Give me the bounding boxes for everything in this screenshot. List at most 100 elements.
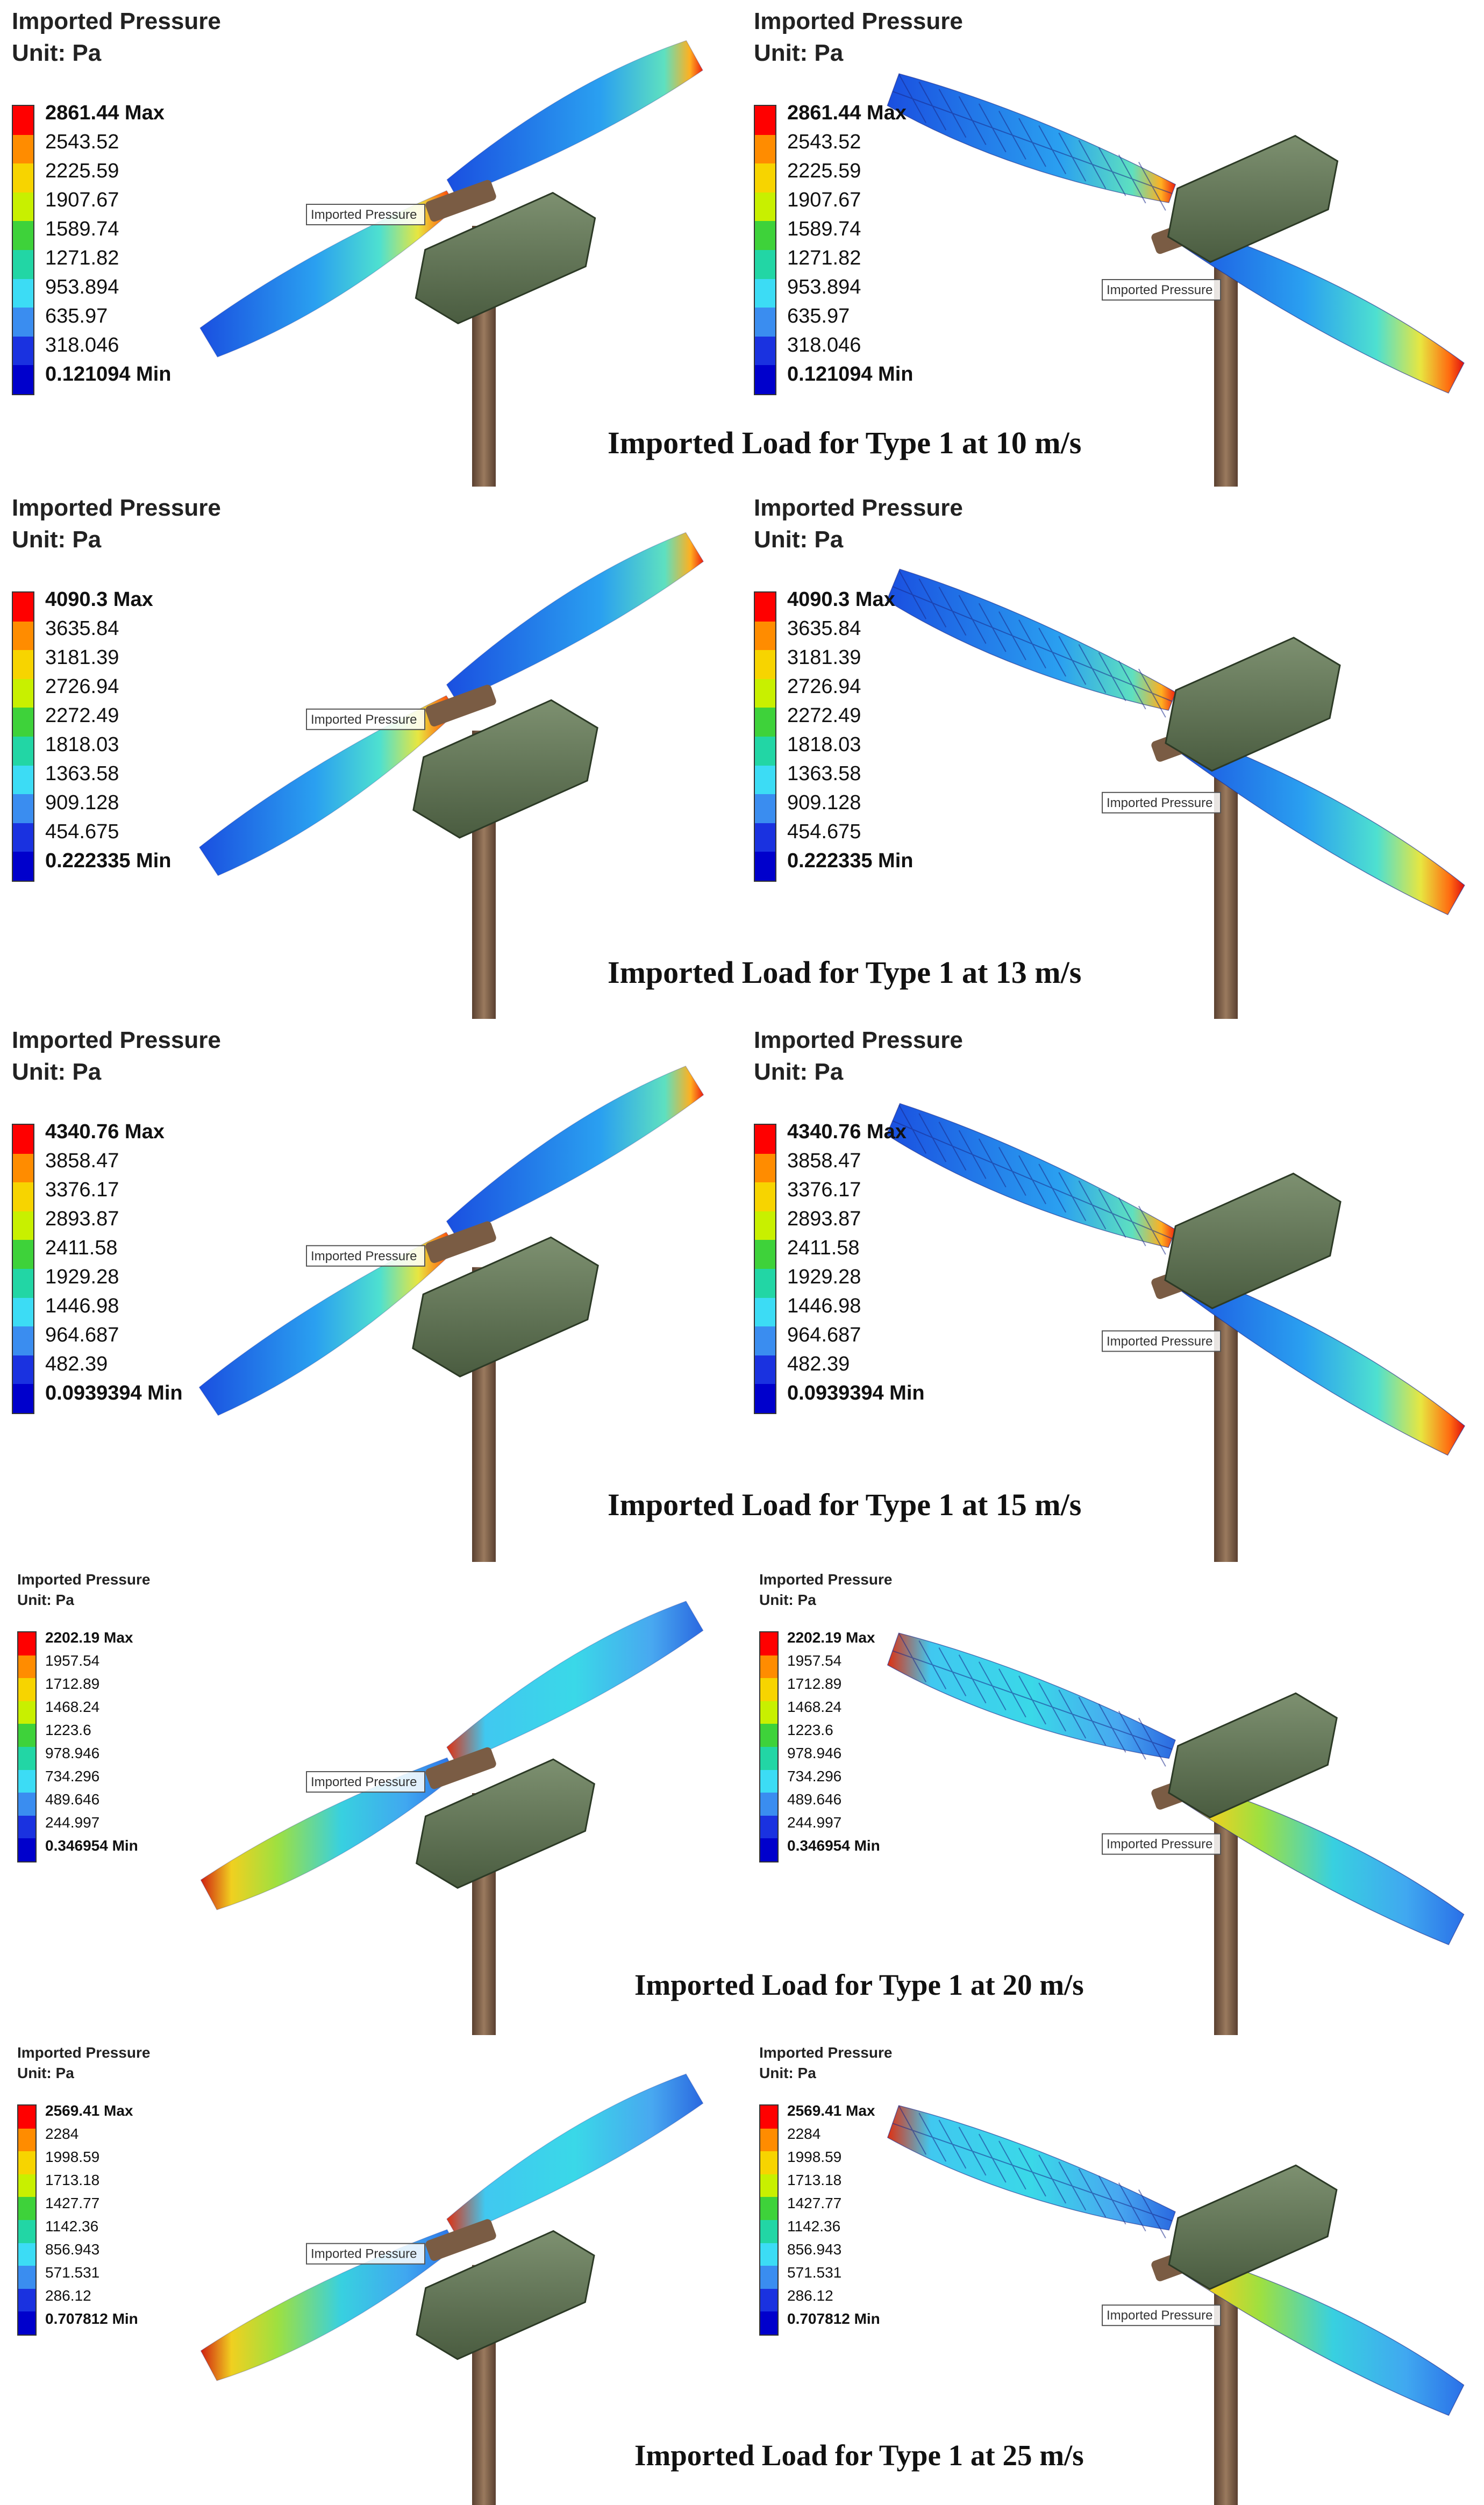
figure-caption: Imported Load for Type 1 at 25 m/s bbox=[634, 2439, 1084, 2472]
legend-level-value: 482.39 bbox=[787, 1353, 850, 1376]
color-scale-swatch bbox=[13, 134, 33, 164]
legend-title: Imported Pressure bbox=[754, 8, 963, 34]
color-scale-swatch bbox=[13, 1125, 33, 1154]
color-scale-swatch bbox=[755, 765, 775, 795]
color-scale-swatch bbox=[755, 736, 775, 766]
blade-upper bbox=[446, 1601, 704, 1765]
color-scale-swatch bbox=[13, 852, 33, 881]
legend-level-value: 1929.28 bbox=[787, 1266, 861, 1289]
color-scale-swatch bbox=[760, 1655, 777, 1679]
color-scale-swatch bbox=[13, 1153, 33, 1183]
color-scale-swatch bbox=[755, 708, 775, 737]
color-scale-swatch bbox=[755, 192, 775, 222]
legend-max-value: 2861.44 Max bbox=[45, 102, 165, 125]
rotor-shaft bbox=[425, 1221, 496, 1264]
color-scale-swatch bbox=[755, 365, 775, 394]
color-scale-swatch bbox=[18, 2151, 35, 2174]
legend-unit: Unit: Pa bbox=[17, 1591, 74, 1608]
legend-title: Imported Pressure bbox=[12, 8, 221, 34]
legend-min-value: 0.707812 Min bbox=[787, 2310, 880, 2327]
legend-level-value: 3376.17 bbox=[787, 1179, 861, 1202]
probe-callout-label: Imported Pressure bbox=[1107, 2308, 1212, 2323]
legend-level-value: 856.943 bbox=[45, 2240, 100, 2258]
probe-callout-box bbox=[306, 1771, 425, 1793]
nacelle-body bbox=[416, 1758, 595, 1889]
legend-min-value: 0.222335 Min bbox=[45, 850, 172, 873]
probe-callout-box bbox=[1102, 279, 1221, 301]
probe-callout-box bbox=[1102, 1330, 1221, 1352]
turbine-render: Imported Pressure bbox=[198, 532, 704, 1019]
color-scale-swatch bbox=[755, 794, 775, 823]
legend-level-value: 2284 bbox=[45, 2125, 79, 2142]
legend-level-value: 2411.58 bbox=[45, 1237, 118, 1260]
color-scale-swatch bbox=[760, 1678, 777, 1701]
legend-level-value: 1427.77 bbox=[787, 2194, 842, 2211]
turbine-render: Imported Pressure bbox=[887, 2105, 1465, 2505]
figure-caption: Imported Load for Type 1 at 15 m/s bbox=[608, 1487, 1082, 1522]
color-scale-swatch bbox=[760, 2151, 777, 2174]
probe-callout-label: Imported Pressure bbox=[311, 712, 417, 727]
color-scale-swatch bbox=[760, 1746, 777, 1770]
legend-min-value: 0.121094 Min bbox=[787, 363, 914, 386]
legend-level-value: 1468.24 bbox=[787, 1698, 842, 1715]
legend-level-value: 909.128 bbox=[45, 791, 119, 815]
nacelle-body bbox=[1164, 1172, 1342, 1309]
legend-level-value: 909.128 bbox=[787, 791, 861, 815]
legend-level-value: 454.675 bbox=[787, 820, 861, 844]
color-scale-swatch bbox=[760, 2128, 777, 2152]
legend-min-value: 0.222335 Min bbox=[787, 850, 914, 873]
probe-callout-label: Imported Pressure bbox=[311, 1249, 417, 1264]
blade-lower bbox=[198, 1231, 458, 1416]
color-scale-swatch bbox=[13, 1355, 33, 1384]
blade-lower bbox=[886, 568, 1176, 711]
legend-level-value: 635.97 bbox=[787, 305, 850, 328]
color-scale-swatch bbox=[755, 1182, 775, 1211]
color-scale-swatch bbox=[755, 221, 775, 250]
color-scale-swatch bbox=[18, 2197, 35, 2220]
color-scale-swatch bbox=[13, 679, 33, 708]
color-scale-swatch bbox=[760, 2288, 777, 2312]
color-scale-swatch bbox=[18, 1769, 35, 1793]
legend-unit: Unit: Pa bbox=[754, 40, 844, 67]
color-scale-swatch bbox=[755, 1211, 775, 1240]
legend-level-value: 2893.87 bbox=[45, 1208, 119, 1231]
probe-callout-label: Imported Pressure bbox=[311, 1775, 417, 1789]
legend-max-value: 4090.3 Max bbox=[787, 588, 895, 611]
mesh-wireframe bbox=[892, 74, 1173, 211]
legend-level-value: 1142.36 bbox=[45, 2217, 99, 2235]
color-scale-bar bbox=[12, 591, 34, 882]
color-scale-swatch bbox=[13, 1297, 33, 1327]
blade-lower bbox=[887, 1632, 1176, 1759]
legend-max-value: 2569.41 Max bbox=[787, 2102, 875, 2119]
probe-callout-label: Imported Pressure bbox=[1107, 796, 1212, 810]
rotor-shaft bbox=[425, 180, 496, 222]
color-scale-swatch bbox=[755, 593, 775, 622]
legend-unit: Unit: Pa bbox=[759, 2064, 816, 2081]
color-scale-swatch bbox=[18, 2243, 35, 2266]
color-scale-swatch bbox=[755, 1125, 775, 1154]
legend-level-value: 1446.98 bbox=[787, 1295, 861, 1318]
legend-unit: Unit: Pa bbox=[17, 2064, 74, 2081]
legend-level-value: 1713.18 bbox=[45, 2171, 100, 2188]
legend-level-value: 1363.58 bbox=[45, 762, 119, 786]
color-scale-bar bbox=[754, 591, 776, 882]
legend-level-value: 1363.58 bbox=[787, 762, 861, 786]
legend-max-value: 2569.41 Max bbox=[45, 2102, 133, 2119]
color-scale-swatch bbox=[13, 1240, 33, 1269]
color-scale-swatch bbox=[13, 308, 33, 337]
legend-level-value: 953.894 bbox=[45, 276, 119, 299]
probe-callout-label: Imported Pressure bbox=[311, 2247, 417, 2261]
blade-lower bbox=[198, 695, 458, 876]
legend-level-value: 2225.59 bbox=[787, 160, 861, 183]
legend-level-value: 571.531 bbox=[787, 2264, 842, 2281]
legend-level-value: 1818.03 bbox=[45, 733, 119, 757]
legend-unit: Unit: Pa bbox=[12, 1059, 102, 1086]
color-scale-swatch bbox=[18, 1678, 35, 1701]
